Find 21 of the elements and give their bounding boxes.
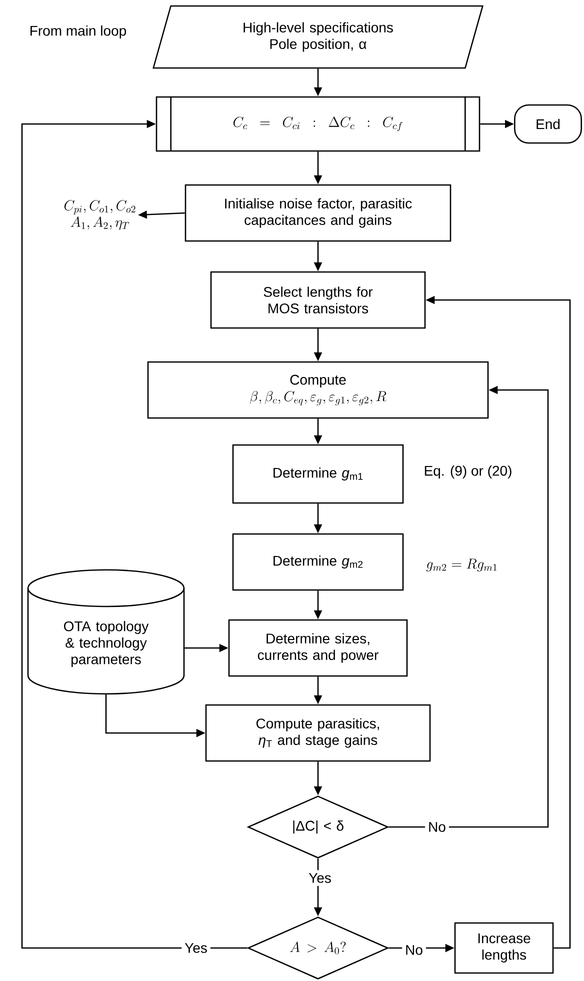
loop-box: $C_c = C_{ci} : \Delta C_c : C_{cf}$ xyxy=(156,96,480,152)
process-box: Select lengths for MOS transistors xyxy=(210,271,426,329)
process-box: Determine g$_{m1}$ xyxy=(232,444,404,504)
process-box: Determine sizes, currents and power xyxy=(228,619,408,677)
edge-label: No xyxy=(402,942,426,958)
formula-text: $C_{pi}, C_{o1}, C_{o2}$ $A_1, A_2, \eta_T$ xyxy=(64,200,136,230)
input-parallelogram: High-level specifications Pole position, α xyxy=(152,5,484,69)
edge-label: No xyxy=(425,819,449,835)
process-box: Determine g$_{m2}$ xyxy=(232,533,404,591)
annotation-text: Eq. (9) or (20) xyxy=(424,465,512,479)
annotation-text: From main loop xyxy=(30,25,126,39)
process-box: Compute $\beta, \beta_c, C_{eq}, \varepsilon_g, \varepsilon_{g1}, \varepsilon_{g2}, R$ xyxy=(147,361,489,419)
process-box: Initialise noise factor, parasitic capacitances and gains xyxy=(184,184,452,242)
edge-label: Yes xyxy=(182,940,210,956)
process-box: Compute parasitics, η$_{T}$ and stage gains xyxy=(205,704,431,762)
process-box: Increase lengths xyxy=(454,922,554,974)
terminal-box: End xyxy=(514,104,582,144)
arrow xyxy=(21,120,248,949)
database-cylinder: OTA topology & technology parameters xyxy=(27,569,185,695)
edge-label: Yes xyxy=(306,870,334,886)
formula-text: $g_{m2} = R g_{m1}$ xyxy=(426,558,497,572)
